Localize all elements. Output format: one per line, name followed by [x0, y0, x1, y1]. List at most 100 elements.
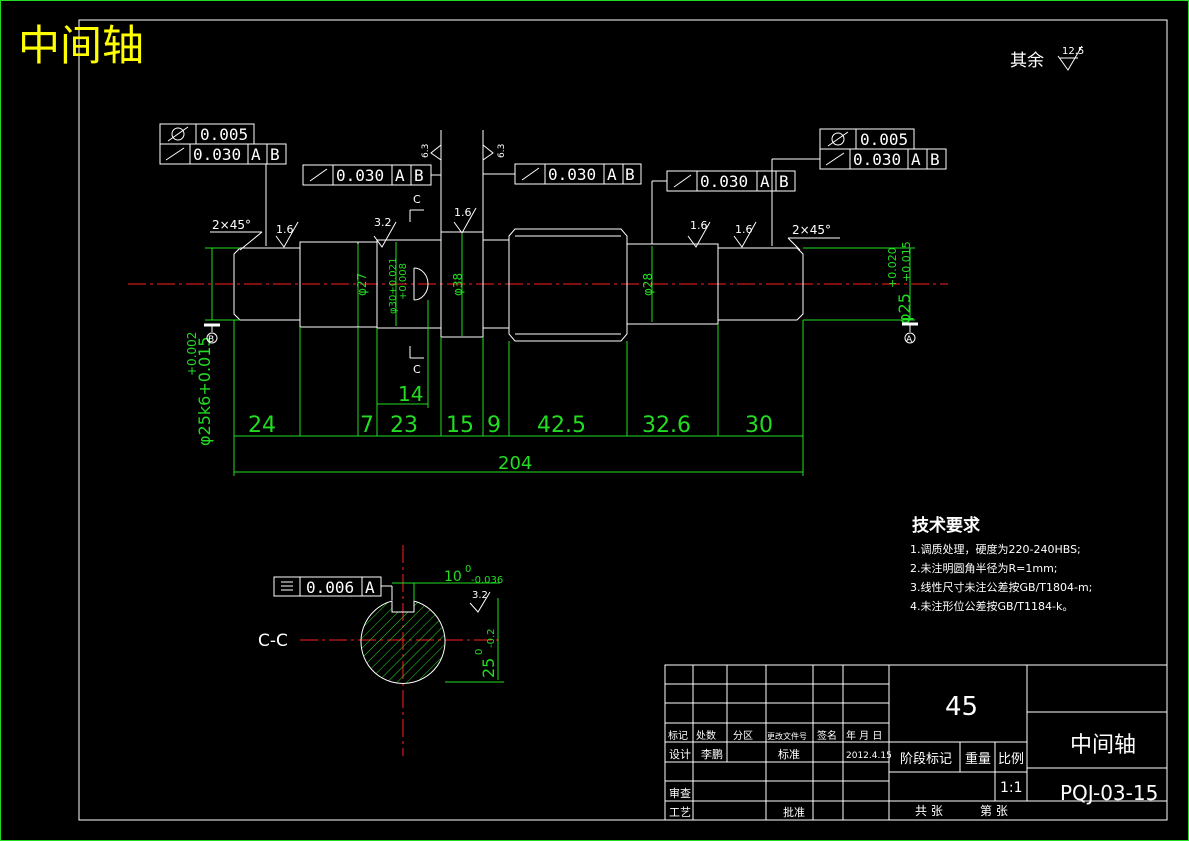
section-key-width-upper: 0: [465, 564, 471, 575]
gdt-left-datum-b: B: [270, 145, 280, 164]
tb-h-zone: 分区: [733, 730, 753, 742]
dim-15: 15: [446, 413, 474, 438]
rough-6-3-b: 6.3: [497, 144, 507, 158]
dim-9: 9: [487, 413, 501, 438]
gdt-right-runout: 0.005: [860, 130, 908, 149]
tech-req-heading: 技术要求: [912, 515, 980, 536]
section-key-width-lower: -0.036: [471, 575, 503, 586]
tb-h-count: 处数: [696, 729, 716, 742]
dia-30-fit: φ30+0.021: [388, 258, 399, 314]
tb-date: 2012.4.15: [846, 751, 892, 761]
datum-b-letter: B: [208, 335, 214, 345]
frame-border: [78, 19, 1168, 821]
tb-design: 设计: [669, 748, 691, 761]
tech-req-item-1: 1.调质处理，硬度为220-240HBS;: [910, 542, 1081, 556]
gdt-left-total: 0.030: [193, 145, 241, 164]
tech-req-item-2: 2.未注明圆角半径为R=1mm;: [910, 561, 1058, 575]
dim-23: 23: [390, 413, 418, 438]
tech-req-item-3: 3.线性尺寸未注公差按GB/T1804-m;: [910, 580, 1092, 594]
gdt-mid2-datum-a: A: [607, 165, 617, 184]
gdt-right-total: 0.030: [853, 150, 901, 169]
dia-27: φ27: [355, 273, 369, 296]
roughness-note: 其余: [1010, 51, 1044, 71]
gdt-left-datum-a: A: [251, 145, 261, 164]
title-block: [664, 664, 1168, 821]
tb-drawing-no: PQJ-03-15: [1060, 781, 1158, 805]
roughness-value: 12.5: [1062, 46, 1084, 57]
section-label: C-C: [258, 631, 288, 651]
gdt-frame-mid3: [651, 170, 796, 244]
section-c-top: C: [413, 193, 421, 206]
shaft-outline: [233, 228, 804, 342]
tb-review: 审查: [669, 786, 691, 800]
tb-standard: 标准: [778, 747, 800, 761]
tb-weight: 重量: [965, 751, 991, 767]
section-rough: 3.2: [472, 590, 488, 601]
datum-b-symbol-icon: [204, 323, 220, 344]
tb-material: 45: [945, 692, 978, 722]
section-depth-lower: -0.2: [486, 628, 497, 648]
section-key-width: 10: [444, 569, 462, 585]
chamfer-right: 2×45°: [792, 223, 831, 237]
gdt-frame-mid2: [483, 163, 642, 185]
dia-right: φ25: [895, 293, 914, 324]
section-frame-datum: A: [365, 578, 375, 597]
gdt-mid3-datum-b: B: [779, 172, 789, 191]
datum-a-symbol-icon: [902, 322, 918, 344]
tb-sheets-total: 共 张: [915, 804, 943, 818]
section-depth: 25: [479, 658, 498, 678]
rough-6-3-a: 6.3: [421, 144, 431, 158]
tb-h-date: 年 月 日: [846, 729, 882, 742]
rough-1-6-c: 1.6: [690, 219, 708, 232]
gdt-mid1-datum-b: B: [414, 166, 424, 185]
dim-32-6: 32.6: [642, 413, 691, 438]
drawing-title: 中间轴: [18, 21, 144, 70]
tb-designer: 李鹏: [701, 747, 723, 761]
dim-24: 24: [248, 413, 276, 438]
rough-1-6-b: 1.6: [454, 206, 472, 219]
rough-3-2: 3.2: [374, 216, 392, 229]
tb-h-mark: 标记: [668, 730, 688, 742]
gdt-frame-left: [159, 123, 287, 246]
dia-left-tol: +0.002: [185, 332, 199, 376]
dia-right-tol2: +0.015: [900, 241, 913, 282]
roughness-symbol-icon: [1057, 45, 1083, 71]
tb-h-sign: 签名: [817, 729, 837, 742]
dim-total: 204: [498, 453, 532, 474]
surface-roughness-marks: [275, 130, 757, 248]
chamfer-left: 2×45°: [212, 218, 251, 232]
datum-a-letter: A: [906, 335, 913, 345]
dim-7: 7: [360, 413, 374, 438]
tb-scale-label: 比例: [998, 752, 1024, 767]
section-depth-upper: 0: [474, 649, 485, 655]
section-marker-c: [409, 209, 424, 359]
tb-process: 工艺: [669, 806, 691, 819]
rough-1-6-a: 1.6: [276, 223, 294, 236]
tb-approve: 批准: [783, 805, 805, 819]
gdt-frame-mid1: [302, 164, 441, 186]
rough-1-6-d: 1.6: [735, 223, 753, 236]
tb-sheet-no: 第 张: [980, 804, 1008, 818]
dim-30: 30: [745, 413, 773, 438]
gdt-mid3-datum-a: A: [760, 172, 770, 191]
gdt-right-datum-a: A: [911, 150, 921, 169]
tech-req-item-4: 4.未注形位公差按GB/T1184-k。: [910, 599, 1073, 613]
dia-28: φ28: [641, 273, 655, 296]
section-c-bottom: C: [413, 363, 421, 376]
tb-h-docno: 更改文件号: [767, 731, 807, 741]
dia-30-fit2: +0.008: [398, 263, 409, 300]
section-shape: [360, 600, 446, 684]
diameter-dimension-lines: [205, 234, 915, 336]
gdt-mid2-datum-b: B: [625, 165, 635, 184]
gdt-left-runout: 0.005: [200, 125, 248, 144]
section-dimensions: [273, 576, 504, 683]
section-frame-value: 0.006: [306, 578, 354, 597]
tb-part-name: 中间轴: [1070, 733, 1136, 758]
dia-left: φ25k6+0.015: [195, 336, 214, 446]
dia-right-tol1: +0.020: [886, 247, 899, 288]
dim-42-5: 42.5: [537, 413, 586, 438]
gdt-mid3-value: 0.030: [700, 172, 748, 191]
dia-38: φ38: [451, 273, 465, 296]
gdt-mid2-value: 0.030: [548, 165, 596, 184]
